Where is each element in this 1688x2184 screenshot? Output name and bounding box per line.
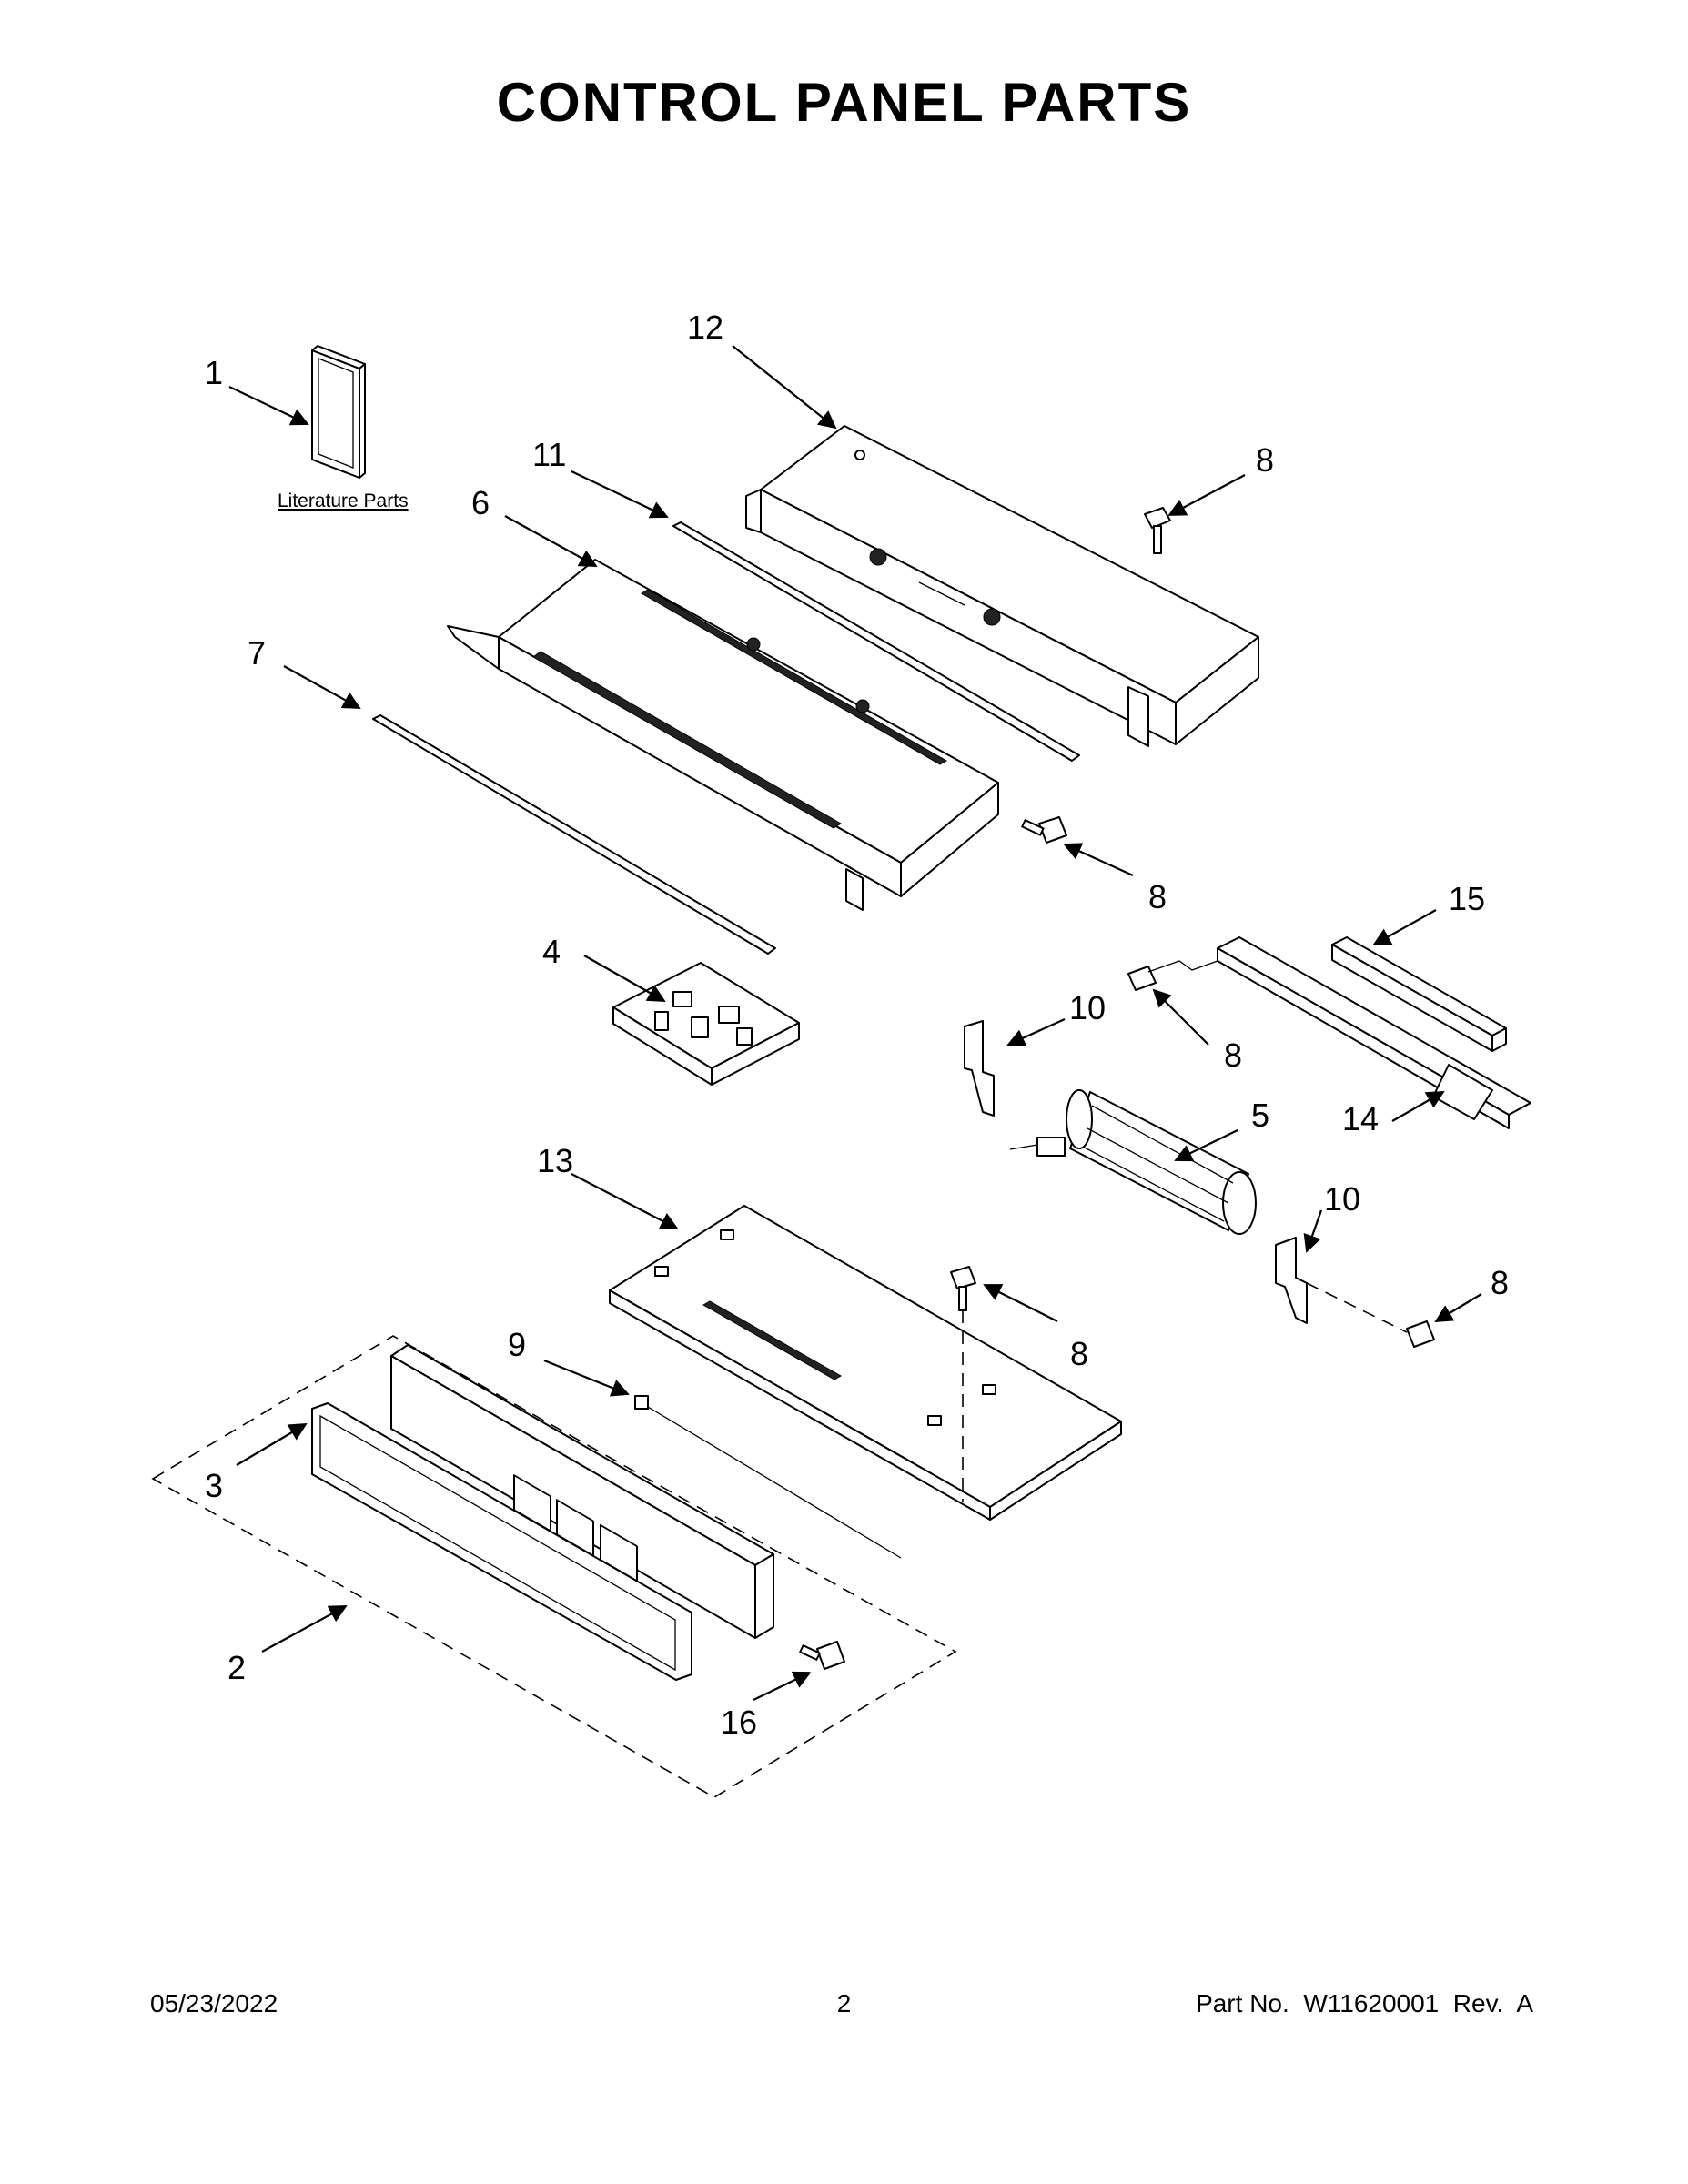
callout-4: 4 [542, 933, 561, 970]
callout-3: 3 [205, 1467, 223, 1504]
screw-16 [799, 1641, 845, 1670]
part-14-bracket [1217, 936, 1531, 1129]
footer-part-number: Part No. W11620001 Rev. A [1196, 1989, 1533, 2017]
callout-8-bracket: 8 [1224, 1036, 1242, 1074]
callouts: 1 12 11 6 8 7 8 15 4 8 10 14 5 13 10 8 8… [205, 308, 1509, 1741]
callout-10-a: 10 [1069, 989, 1106, 1026]
part-7-gasket [372, 714, 776, 955]
callout-13: 13 [537, 1142, 573, 1179]
callout-1: 1 [205, 354, 223, 391]
literature-parts-label: Literature Parts [278, 490, 409, 511]
callout-10-b: 10 [1324, 1180, 1360, 1218]
callout-9: 9 [508, 1326, 526, 1363]
callout-7: 7 [248, 634, 266, 672]
screw-8-right [1306, 1282, 1435, 1348]
leader-lines [228, 345, 1482, 1701]
part-15-insulation [1331, 936, 1507, 1052]
callout-8-plate: 8 [1070, 1335, 1088, 1372]
part-2-console-assembly-outline [151, 1335, 957, 1798]
part-6-housing [447, 559, 999, 911]
callout-15: 15 [1449, 880, 1485, 917]
callout-8-housing: 8 [1148, 878, 1167, 915]
callout-11: 11 [532, 436, 566, 473]
part-10-bracket-b [1275, 1237, 1308, 1324]
screw-8-top [1144, 507, 1171, 554]
screw-8-housing [1021, 816, 1067, 844]
footer-page-number: 2 [836, 1989, 852, 2017]
callout-14: 14 [1342, 1100, 1379, 1138]
part-4-control-board [612, 962, 800, 1086]
part-10-bracket-a [964, 1020, 995, 1117]
callout-8-right: 8 [1491, 1264, 1509, 1301]
part-5-blower [1009, 1089, 1257, 1235]
control-console-panel [390, 1344, 774, 1639]
screw-8-bracket [1127, 960, 1218, 991]
part-12-top-cover [745, 425, 1259, 747]
callout-2: 2 [227, 1649, 246, 1686]
part-11-gasket [672, 521, 1080, 762]
part-9-connector [634, 1395, 902, 1559]
callout-16: 16 [721, 1704, 757, 1741]
part-13-mounting-plate [609, 1205, 1122, 1521]
footer-date: 05/23/2022 [150, 1989, 278, 2017]
callout-5: 5 [1251, 1097, 1269, 1134]
callout-8-top: 8 [1256, 441, 1274, 479]
callout-12: 12 [687, 308, 723, 346]
callout-6: 6 [471, 484, 490, 521]
part-3-trim [311, 1402, 692, 1681]
page-title: CONTROL PANEL PARTS [496, 72, 1192, 133]
part-1-literature [311, 345, 366, 479]
screw-8-plate [950, 1266, 976, 1502]
